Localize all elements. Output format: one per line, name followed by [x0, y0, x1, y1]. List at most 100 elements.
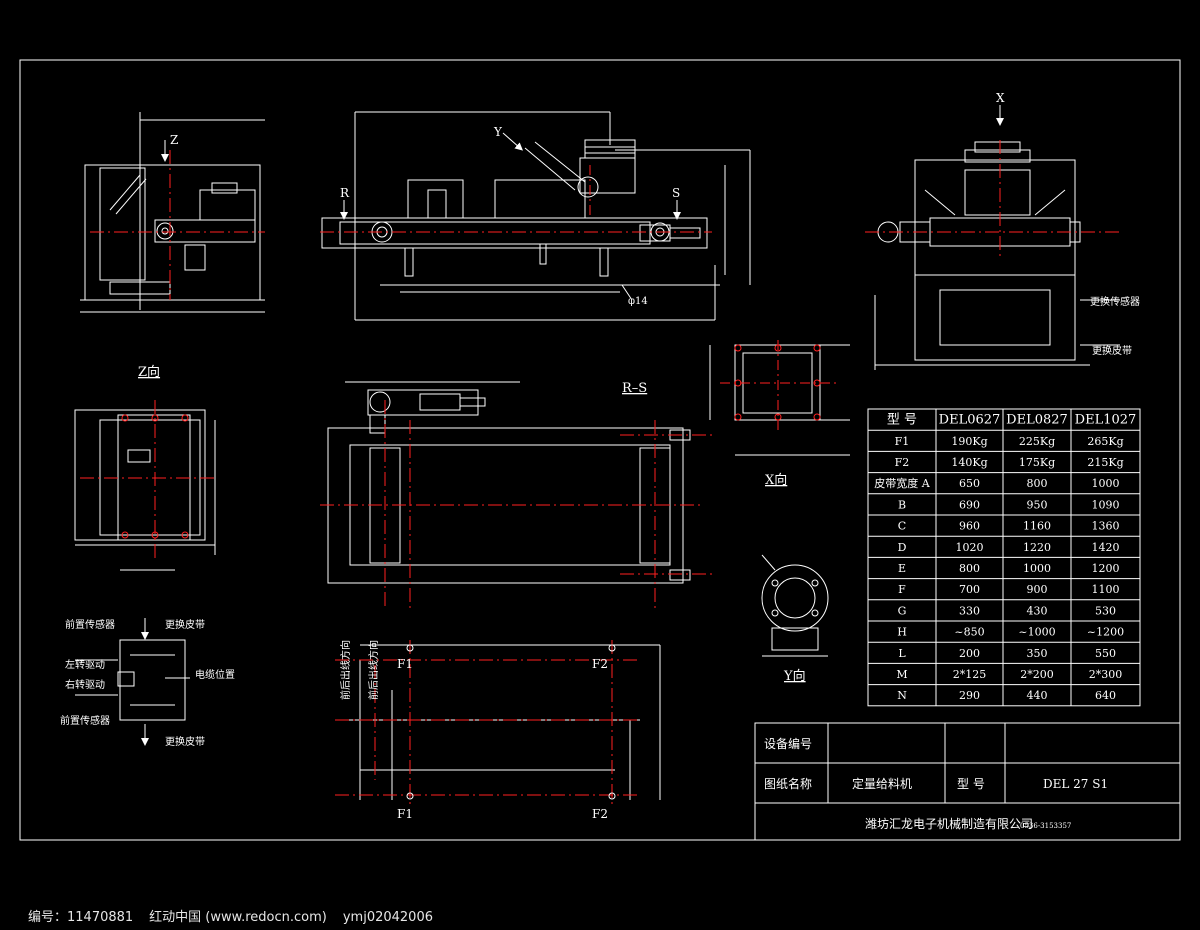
replace-belt-label: 更换皮带 [1092, 344, 1132, 357]
z-view-title: Z向 [138, 364, 160, 380]
table-cell: 225Kg [1019, 435, 1055, 448]
foundation-points [406, 644, 616, 800]
table-cell: 350 [1027, 647, 1048, 660]
s-mark: S [672, 186, 680, 200]
vertical-label-2: 前后出线方向 [367, 640, 380, 700]
table-cell: ~1200 [1087, 626, 1124, 639]
table-header: DEL0627 [939, 413, 1001, 428]
table-cell: 950 [1027, 498, 1048, 511]
r-mark: R [340, 186, 350, 200]
phi14-label: φ14 [628, 296, 648, 307]
table-cell: 1100 [1092, 583, 1120, 596]
foundation-centerlines [335, 640, 640, 805]
device-no-label: 设备编号 [764, 736, 812, 751]
table-row-label: B [898, 498, 906, 511]
table-cell: 530 [1095, 604, 1116, 617]
table-header: 型 号 [887, 413, 917, 428]
table-cell: 550 [1095, 647, 1116, 660]
table-cell: 800 [959, 562, 980, 575]
table-cell: 900 [1027, 583, 1048, 596]
table-cell: 1000 [1092, 477, 1120, 490]
rs-centerlines [320, 400, 715, 610]
table-cell: ~1000 [1018, 626, 1055, 639]
table-row-label: N [897, 689, 907, 702]
front-elevation [321, 111, 751, 321]
end-view-x [874, 105, 1120, 370]
footer-id: 编号：11470881 [28, 910, 134, 925]
table-cell: 960 [959, 520, 980, 533]
model-value: DEL 27 S1 [1043, 777, 1108, 791]
table-cell: 2*200 [1020, 668, 1054, 681]
table-cell: 2*125 [953, 668, 987, 681]
wiring-legend [75, 618, 190, 746]
y-view-title: Y向 [783, 668, 806, 684]
table-cell: ~850 [954, 626, 984, 639]
table-cell: 1020 [956, 541, 984, 554]
f1-top-label: F1 [397, 657, 413, 671]
table-cell: 690 [959, 498, 980, 511]
table-cell: 1000 [1023, 562, 1051, 575]
table-cell: 2*300 [1089, 668, 1123, 681]
replace-sensor-label: 更换传感器 [1090, 295, 1140, 308]
y-direction-view [761, 554, 829, 657]
title-block [754, 722, 1181, 841]
table-cell: 1160 [1023, 520, 1051, 533]
drawing-name: 定量给料机 [852, 776, 912, 791]
x-arrow-label: X [996, 91, 1005, 105]
table-row-label: F [898, 583, 906, 596]
table-cell: 200 [959, 647, 980, 660]
table-cell: 800 [1027, 477, 1048, 490]
table-cell: 1220 [1023, 541, 1051, 554]
footer-author: ymj02042006 [342, 910, 433, 925]
table-cell: 1200 [1092, 562, 1120, 575]
watermark-footer: 编号：11470881 红动中国 (www.redocn.com) ymj02042… [28, 906, 449, 925]
x-view-title: X向 [765, 472, 787, 488]
f2-bottom-label: F2 [592, 807, 608, 821]
table-cell: 1090 [1092, 498, 1120, 511]
model-label: 型 号 [957, 777, 985, 791]
legend-right-drive: 右转驱动 [65, 678, 105, 691]
legend-left-drive: 左转驱动 [65, 658, 105, 671]
vertical-label-1: 前后出线方向 [339, 640, 352, 700]
table-row-label: G [898, 604, 907, 617]
table-cell: 440 [1027, 689, 1048, 702]
table-cell: 1420 [1092, 541, 1120, 554]
company-name: 潍坊汇龙电子机械制造有限公司 [865, 816, 1033, 831]
legend-cable-position: 电缆位置 [195, 668, 235, 681]
table-row-label: E [898, 562, 906, 575]
table-cell: 700 [959, 583, 980, 596]
table-header: DEL0827 [1006, 413, 1068, 428]
x-direction-view [709, 344, 850, 456]
table-row-label: D [898, 541, 907, 554]
z-direction-view [74, 409, 216, 571]
f1-bottom-label: F1 [397, 807, 413, 821]
drawing-name-label: 图纸名称 [764, 776, 812, 791]
table-row-label: F1 [895, 435, 910, 448]
legend-replace-belt-top: 更换皮带 [165, 618, 205, 631]
table-cell: 140Kg [951, 456, 987, 469]
rs-view-title: R–S [622, 381, 647, 396]
y-arrow-label: Y [493, 125, 503, 139]
legend-weigh-sensor-top: 前置传感器 [65, 618, 115, 631]
footer-source: 红动中国 (www.redocn.com) [149, 910, 327, 925]
rs-plan-view [327, 381, 691, 584]
table-cell: 215Kg [1087, 456, 1123, 469]
table-cell: 640 [1095, 689, 1116, 702]
table-row-label: M [896, 668, 907, 681]
table-cell: 265Kg [1087, 435, 1123, 448]
table-cell: 430 [1027, 604, 1048, 617]
table-cell: 1360 [1092, 520, 1120, 533]
z-arrow-label: Z [170, 133, 178, 147]
table-row-label: 皮带宽度 A [874, 476, 930, 490]
legend-weigh-sensor-bottom: 前置传感器 [60, 714, 110, 727]
table-row-label: F2 [895, 456, 910, 469]
y-flange-holes [771, 579, 819, 617]
table-row-label: H [897, 626, 907, 639]
table-row-label: L [898, 647, 906, 660]
table-cell: 330 [959, 604, 980, 617]
drawing-frame [19, 59, 1181, 841]
table-cell: 190Kg [951, 435, 987, 448]
table-cell: 650 [959, 477, 980, 490]
